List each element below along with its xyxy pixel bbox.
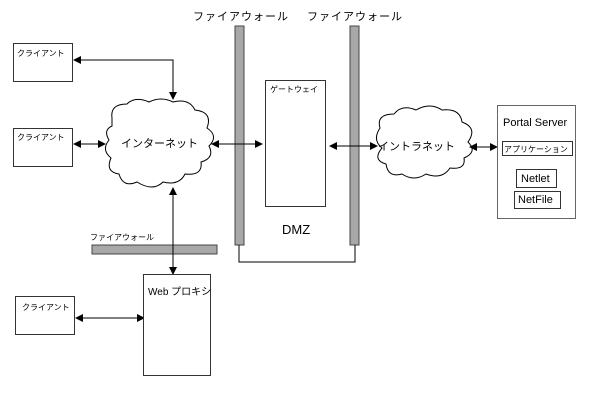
firewall-bar-bottom xyxy=(91,244,218,255)
portal-server-box: Portal Server アプリケーション Netlet NetFile xyxy=(497,105,576,219)
client-label: クライアント xyxy=(17,133,65,142)
firewall-label-bottom: ファイアウォール xyxy=(90,233,154,242)
client-label: クライアント xyxy=(22,303,70,312)
internet-label: インターネット xyxy=(121,137,198,150)
firewall-bar-right xyxy=(349,25,360,246)
gateway-box: ゲートウェイ xyxy=(265,80,326,207)
intranet-cloud xyxy=(376,105,473,179)
web-proxy-box: Web プロキシ xyxy=(143,274,211,376)
firewall-bar-left xyxy=(234,25,245,246)
application-box: アプリケーション xyxy=(502,141,573,156)
web-proxy-label: Web プロキシ xyxy=(148,287,212,298)
netfile-box: NetFile xyxy=(514,191,561,209)
client-box-1: クライアント xyxy=(13,43,73,82)
gateway-label: ゲートウェイ xyxy=(270,85,318,94)
client-box-2: クライアント xyxy=(13,128,73,167)
dmz-label: DMZ xyxy=(282,222,311,237)
firewall-label-right: ファイアウォール xyxy=(307,10,403,23)
arrow-client1-internet xyxy=(73,56,177,100)
intranet-label: イントラネット xyxy=(378,140,455,153)
client-label: クライアント xyxy=(17,49,65,58)
dmz-bracket xyxy=(238,245,356,263)
netlet-box: Netlet xyxy=(516,169,557,188)
firewall-label-left: ファイアウォール xyxy=(193,10,289,23)
client-box-3: クライアント xyxy=(15,296,75,335)
portal-server-title: Portal Server xyxy=(503,117,568,129)
